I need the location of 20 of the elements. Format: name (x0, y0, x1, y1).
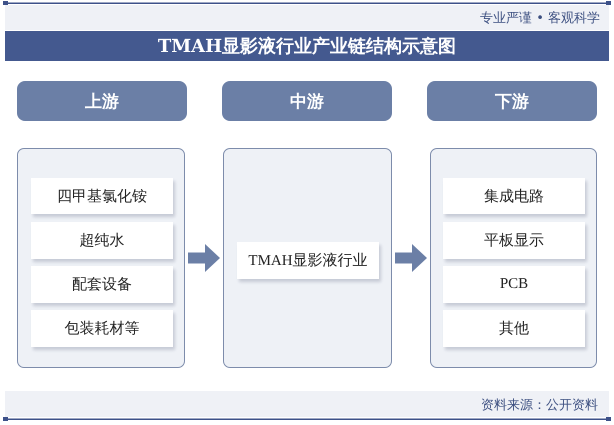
title-banner: TMAH显影液行业产业链结构示意图 (5, 31, 609, 61)
stage-header: 中游 (222, 81, 392, 121)
industry-item: TMAH显影液行业 (237, 242, 379, 279)
industry-item: 超纯水 (31, 222, 173, 259)
industry-item: 包装耗材等 (31, 310, 173, 347)
industry-item: PCB (443, 266, 585, 303)
industry-item: 其他 (443, 310, 585, 347)
stage-panel (430, 148, 597, 368)
industry-item: 配套设备 (31, 266, 173, 303)
arrow (188, 244, 220, 272)
stage-panel (17, 148, 185, 368)
arrow (395, 244, 427, 272)
industry-item: 四甲基氯化铵 (31, 178, 173, 214)
stage-header: 上游 (17, 81, 187, 121)
industry-item: 集成电路 (443, 178, 585, 214)
tagline: 专业严谨 • 客观科学 (480, 10, 600, 27)
stage-header: 下游 (427, 81, 597, 121)
source-note: 资料来源：公开资料 (481, 397, 598, 414)
stage-panel (223, 148, 392, 368)
industry-item: 平板显示 (443, 222, 585, 259)
